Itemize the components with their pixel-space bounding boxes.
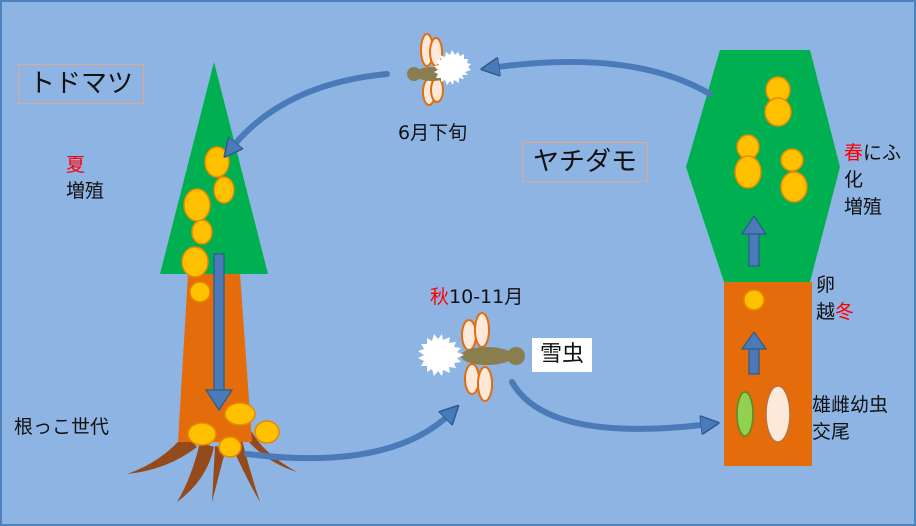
- egg-label: 卵 越冬: [816, 272, 854, 326]
- autumn-label: 秋10-11月: [430, 284, 523, 310]
- up-arrow-icon-top: [740, 214, 768, 267]
- june-label: 6月下旬: [398, 122, 468, 144]
- wax-fluff-icon: [434, 50, 471, 85]
- cycle-arrows: [230, 62, 713, 462]
- season-winter: 冬: [835, 301, 855, 323]
- roots: [127, 432, 297, 502]
- season-summer: 夏: [66, 154, 86, 176]
- mating-text-1: 雄雌幼虫: [812, 394, 889, 416]
- overwinter-text: 越: [816, 301, 836, 323]
- season-autumn: 秋: [430, 286, 450, 308]
- spring-text: にふ化: [844, 142, 902, 191]
- yachidamo-title: ヤチダモ: [522, 142, 649, 182]
- summer-label: 夏 増殖: [66, 152, 104, 204]
- aphids-todomatsu: [181, 146, 280, 458]
- yachidamo-crown: [686, 50, 840, 282]
- todomatsu-title: トドマツ: [18, 64, 145, 104]
- up-arrow-icon-bottom: [740, 330, 768, 375]
- todomatsu-tree: [127, 62, 297, 502]
- root-generation-label: 根っこ世代: [14, 416, 110, 438]
- summer-text: 増殖: [66, 180, 105, 202]
- autumn-text: 10-11月: [449, 286, 524, 308]
- arrow-to-june: [490, 62, 713, 97]
- down-arrow-icon: [204, 253, 234, 412]
- spring-label: 春にふ化 増殖: [844, 140, 904, 221]
- spring-text-2: 増殖: [844, 196, 883, 218]
- arrow-to-todomatsu: [230, 71, 390, 150]
- mating-text-2: 交尾: [812, 421, 851, 443]
- female-larva: [765, 385, 791, 443]
- wax-fluff-icon: [418, 334, 464, 376]
- yachidamo-tree: [686, 50, 840, 466]
- yachidamo-trunk: [724, 282, 812, 466]
- snow-insect-label: 雪虫: [532, 338, 593, 372]
- mating-label: 雄雌幼虫 交尾: [812, 392, 888, 446]
- season-spring: 春: [844, 142, 864, 164]
- arrow-to-autumn: [244, 412, 452, 462]
- male-larva: [736, 391, 754, 437]
- egg-text: 卵: [816, 274, 836, 296]
- flying-aphid-autumn: [418, 312, 525, 402]
- aphids-yachidamo: [734, 76, 808, 311]
- arrow-to-yachidamo: [509, 379, 710, 429]
- flying-aphid-june: [407, 33, 471, 106]
